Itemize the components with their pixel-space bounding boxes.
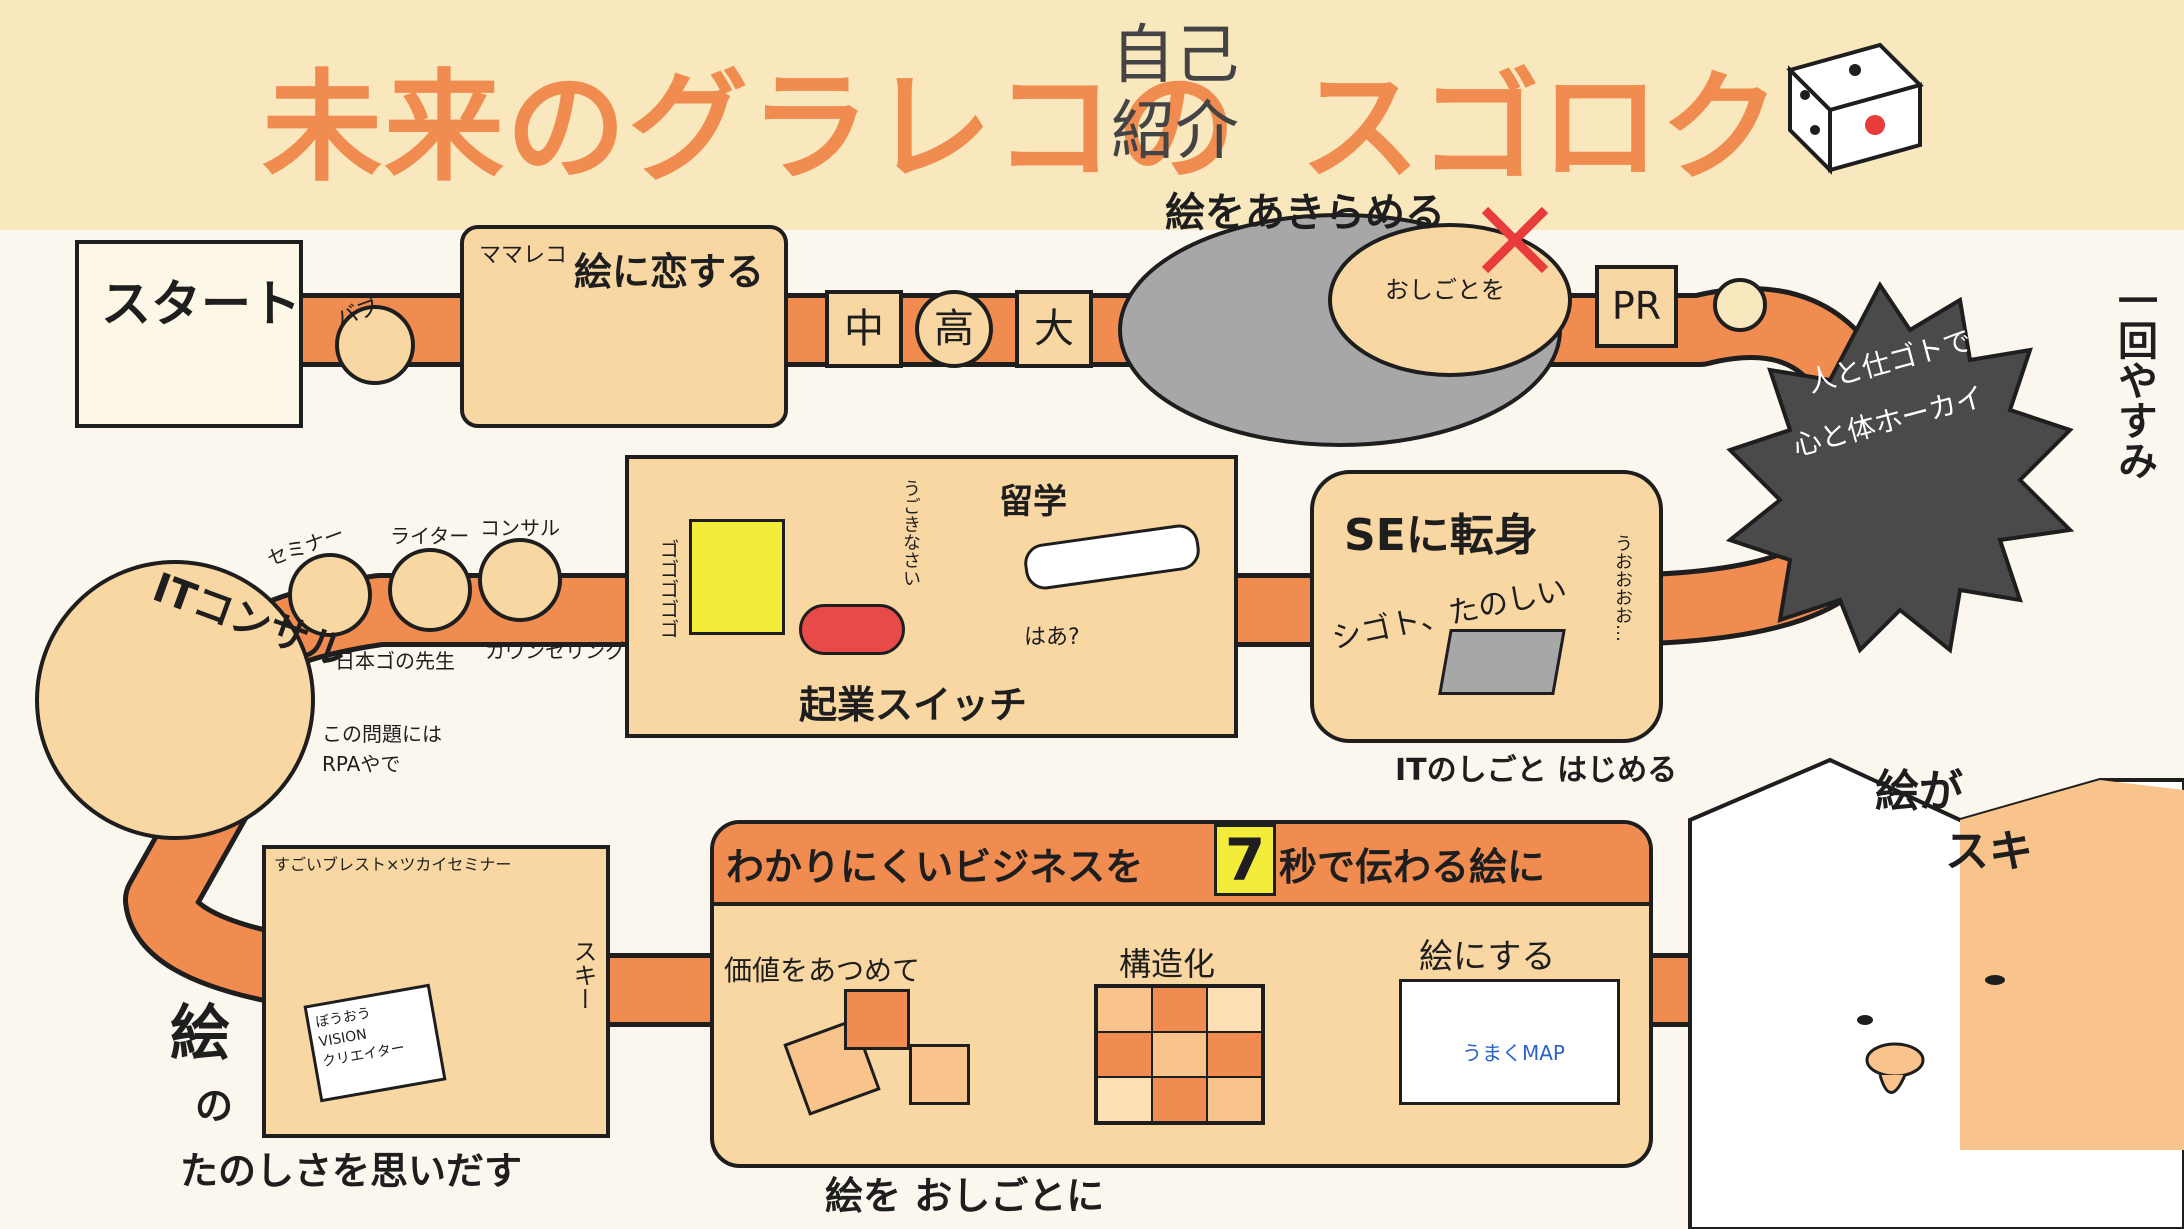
red-box-icon [799, 604, 905, 655]
role-consul: コンサル [480, 516, 560, 540]
cross-mark-icon [1481, 206, 1549, 274]
start-space[interactable]: スタート [75, 240, 303, 428]
draw-again-2: の [195, 1084, 234, 1128]
structured-puzzle [1094, 984, 1265, 1125]
babu-space [335, 305, 415, 385]
laptop-icon [1438, 629, 1566, 695]
startup-title: 起業スイッチ [799, 683, 1028, 727]
it-consul-note1: この問題には [322, 722, 442, 746]
like-label: スキー [569, 939, 597, 1011]
like-drawing-1: 絵が [1875, 766, 1963, 817]
seminar-space [288, 553, 372, 637]
draw-again-3: たのしさを思いだす [180, 1149, 523, 1193]
se-switch-title: SEに転身 [1344, 510, 1538, 561]
school-high[interactable]: 高 [915, 290, 993, 368]
step-structure: 構造化 [1119, 945, 1216, 983]
it-consul-note2: RPAやで [322, 752, 401, 776]
puzzle-icon [844, 989, 910, 1050]
love-drawing-label: 絵に恋する [574, 250, 765, 294]
se-switch-panel: SEに転身 シゴト、たのしい うおおおお… [1310, 470, 1663, 743]
title-part2: スゴロク [1300, 59, 1780, 198]
airplane-icon [1021, 521, 1203, 593]
give-up-title: 絵をあきらめる [1165, 190, 1445, 236]
it-consul-circle [35, 560, 315, 840]
self-intro-label: 自己 紹介 [1111, 19, 1239, 169]
startup-panel: 起業スイッチ 留学 うごきなさい はあ? ゴゴゴゴゴ [625, 455, 1238, 738]
blank-space [1713, 278, 1767, 332]
draw-again-1: 絵 [170, 999, 230, 1069]
title-part1: 未来のグラレコの [262, 59, 1238, 198]
sorry-label: うごきなさい [900, 479, 921, 587]
school-middle[interactable]: 中 [825, 290, 903, 368]
haa-label: はあ? [1024, 625, 1080, 650]
seminar-header: すごいブレスト×ツカイセミナー [274, 855, 512, 874]
map-label: うまくMAP [1462, 1041, 1565, 1065]
business-header-pre: わかりにくいビジネスを [726, 845, 1144, 889]
give-up-sub: おしごとを [1385, 276, 1505, 304]
graphic-record-map: うまくMAP [1399, 979, 1620, 1105]
dice-icon [1786, 42, 1924, 175]
step-draw: 絵にする [1419, 937, 1556, 977]
se-shout: うおおおお… [1612, 534, 1633, 642]
business-header-post: 秒で伝わる絵に [1279, 845, 1546, 889]
rumble-sound: ゴゴゴゴゴ [656, 539, 680, 639]
business-caption: 絵を おしごとに [825, 1174, 1105, 1218]
role-counseling: カウンセリング [485, 639, 625, 663]
big-cat-icon [1688, 757, 2184, 1229]
school-university[interactable]: 大 [1015, 290, 1093, 368]
pr-space[interactable]: PR [1595, 265, 1678, 348]
business-header-num: 7 [1214, 824, 1276, 896]
role-writer: ライター [390, 524, 470, 548]
like-drawing-2: スキ [1945, 826, 2033, 877]
business-header: わかりにくいビジネスを 7 秒で伝わる絵に [714, 824, 1649, 906]
monster-icon [689, 519, 785, 635]
writer-space [388, 548, 472, 632]
break-burst [1725, 281, 2075, 654]
love-drawing-panel: ママレコ 絵に恋する [460, 225, 788, 428]
consul-space [478, 538, 562, 622]
business-panel: わかりにくいビジネスを 7 秒で伝わる絵に 価値をあつめて 構造化 絵にする う… [710, 820, 1653, 1168]
start-label: スタート [101, 275, 301, 333]
se-switch-caption: ITのしごと はじめる [1395, 753, 1678, 788]
rest-one-turn: 一回やすみ [2111, 280, 2157, 480]
study-abroad-label: 留学 [999, 482, 1067, 522]
role-teacher: 日本ゴの先生 [335, 649, 455, 673]
seminar-panel: すごいブレスト×ツカイセミナー スキー ぼうおう VISION クリエイター [262, 845, 610, 1138]
step-collect: 価値をあつめて [724, 954, 921, 987]
paper-note: ぼうおう VISION クリエイター [303, 983, 447, 1103]
mamareko-label: ママレコ [479, 243, 568, 268]
puzzle-icon [909, 1044, 970, 1105]
